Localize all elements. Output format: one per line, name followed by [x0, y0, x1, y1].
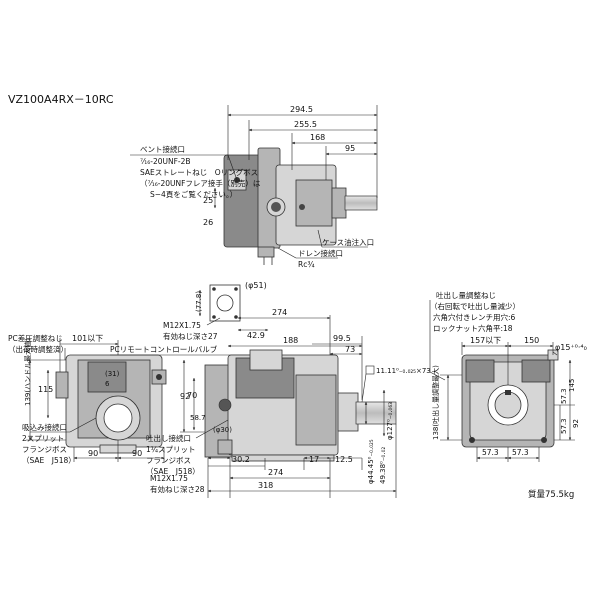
flange-detail — [209, 284, 241, 322]
dim-26: 26 — [203, 218, 213, 227]
dim-92-right: 92 — [572, 419, 580, 428]
dim-318: 318 — [258, 481, 273, 490]
drain-port-label: ドレン接続口 — [298, 248, 343, 258]
dim-274-bottom: 274 — [268, 468, 283, 477]
top-view: 294.5 255.5 168 95 25 26 ベント接続口 ⁷⁄₁₆-20U… — [130, 105, 378, 269]
front-view-pump-body — [204, 349, 397, 462]
vent-port-callout: ベント接続口 ⁷⁄₁₆-20UNF-2B SAEストレートねじ Oリングボス （… — [140, 144, 261, 199]
pc-adjust-label: PC差圧調整ねじ — [8, 333, 63, 343]
dim-73: 73 — [345, 345, 355, 354]
discharge-port-flange: 1¼スプリット — [146, 445, 196, 454]
m12-upper: M12X1.75 — [163, 321, 201, 330]
adjust-screw-label: 吐出し量調整ねじ — [436, 290, 496, 300]
dim-274-top: 274 — [272, 308, 287, 317]
vent-port-thread: ⁷⁄₁₆-20UNF-2B — [140, 157, 191, 166]
dim-92: 92 — [180, 392, 190, 401]
shaft-key-spec: 11.11⁰₋₀.₀₂₅×73 — [376, 367, 431, 375]
flow-max-label: 139(ハンドル最大値) — [23, 338, 32, 406]
front-view: (φ51) (77.8) M12X1.75 有効ねじ深さ27 274 42.9 … — [110, 281, 431, 498]
dim-57-3-r1: 57.3 — [560, 388, 568, 404]
dim-70: 70 — [187, 391, 197, 400]
dim-101-max: 101以下 — [72, 334, 103, 343]
dim-phi-127: φ127⁰₋₀.₀₆₃ — [386, 402, 394, 440]
dim-31: (31) — [105, 370, 120, 378]
right-view-pump-body — [461, 349, 559, 448]
vent-port-note-2: S−4頁をご覧ください。） — [150, 189, 237, 199]
left-view-pump-body — [55, 354, 167, 454]
m12-lower: M12X1.75 — [150, 474, 188, 483]
dim-90-left: 90 — [88, 449, 98, 458]
suction-port-boss: フランジボス — [22, 445, 67, 454]
dim-17: 17 — [309, 455, 319, 464]
pc-adjust-note: （出荷時調整済） — [8, 344, 68, 354]
discharge-port-label: 吐出し接続口 — [146, 433, 191, 443]
adjust-screw-direction: （右回転で吐出し量減少） — [430, 301, 520, 311]
dim-6: 6 — [105, 380, 110, 388]
left-view: PC差圧調整ねじ （出荷時調整済） 101以下 139(ハンドル最大値) 115… — [8, 333, 167, 465]
dim-57-3-r2: 57.3 — [560, 418, 568, 434]
suction-port-callout: 吸込み接続口 2スプリット フランジボス （SAE J518） — [22, 422, 76, 465]
dim-phi-51: (φ51) — [245, 281, 267, 290]
thread-depth-28: 有効ねじ深さ28 — [150, 484, 205, 494]
dim-57-3-b1: 57.3 — [482, 448, 499, 457]
vent-port-boss: SAEストレートねじ Oリングボス — [140, 167, 258, 177]
thread-depth-27: 有効ねじ深さ27 — [163, 331, 218, 341]
dim-42-9: 42.9 — [247, 331, 265, 340]
dim-57-3-b2: 57.3 — [512, 448, 529, 457]
dim-157-max: 157以下 — [470, 336, 501, 345]
pc-remote-label: PCリモートコントロールバルブ — [110, 344, 218, 354]
adjust-screw-callout: 吐出し量調整ねじ （右回転で吐出し量減少） 六角穴付きレンチ用穴:6 ロックナッ… — [430, 290, 520, 333]
dim-168: 168 — [310, 133, 325, 142]
dim-30-2: 30.2 — [232, 455, 250, 464]
dim-95: 95 — [345, 144, 355, 153]
dim-77-8: (77.8) — [195, 291, 203, 312]
dim-58-7: 58.7 — [190, 414, 206, 422]
dim-255-5: 255.5 — [294, 120, 317, 129]
dim-294-5: 294.5 — [290, 105, 313, 114]
drain-port-thread: Rc¾ — [298, 260, 315, 269]
dim-150: 150 — [524, 336, 539, 345]
adjust-screw-wrench: 六角穴付きレンチ用穴:6 — [433, 312, 516, 322]
discharge-port-standard: （SAE J518） — [146, 467, 200, 476]
suction-port-flange: 2スプリット — [22, 434, 64, 443]
dim-phi-30: (φ30) — [213, 426, 232, 434]
vent-port-note-1: （⁷⁄₁₆-20UNFフレア接手（別売）は — [140, 178, 261, 188]
dim-12-5: 12.5 — [335, 455, 353, 464]
vent-port-label: ベント接続口 — [140, 144, 185, 154]
dim-188: 188 — [283, 336, 298, 345]
mass-label: 質量75.5kg — [528, 489, 574, 500]
dim-90-right: 90 — [132, 449, 142, 458]
suction-port-label: 吸込み接続口 — [22, 422, 67, 432]
discharge-port-boss: フランジボス — [146, 456, 191, 465]
flow-adjust-max-label: 138(吐出し量調整最大) — [431, 365, 440, 440]
dim-phi-15: φ15⁺⁰·⁴₀ — [555, 343, 587, 352]
dim-phi-44-45: φ44.45⁰₋₀.₀₂₅ — [367, 439, 375, 484]
top-view-pump-body — [223, 147, 378, 265]
dim-115: 115 — [38, 385, 53, 394]
dim-145: 145 — [568, 379, 576, 392]
discharge-port-callout: 吐出し接続口 1¼スプリット フランジボス （SAE J518） — [146, 433, 200, 476]
drawing-title: VZ100A4RX－10RC — [8, 93, 114, 106]
suction-port-standard: （SAE J518） — [22, 456, 76, 465]
case-oil-port-label: ケース油注入口 — [322, 237, 374, 247]
dim-99-5: 99.5 — [333, 334, 351, 343]
dim-25: 25 — [203, 196, 213, 205]
adjust-screw-nut: ロックナット六角平:18 — [433, 323, 513, 333]
right-view: 吐出し量調整ねじ （右回転で吐出し量減少） 六角穴付きレンチ用穴:6 ロックナッ… — [429, 290, 587, 462]
dim-49-38: 49.38⁰₋₀.₀₂ — [379, 447, 387, 484]
